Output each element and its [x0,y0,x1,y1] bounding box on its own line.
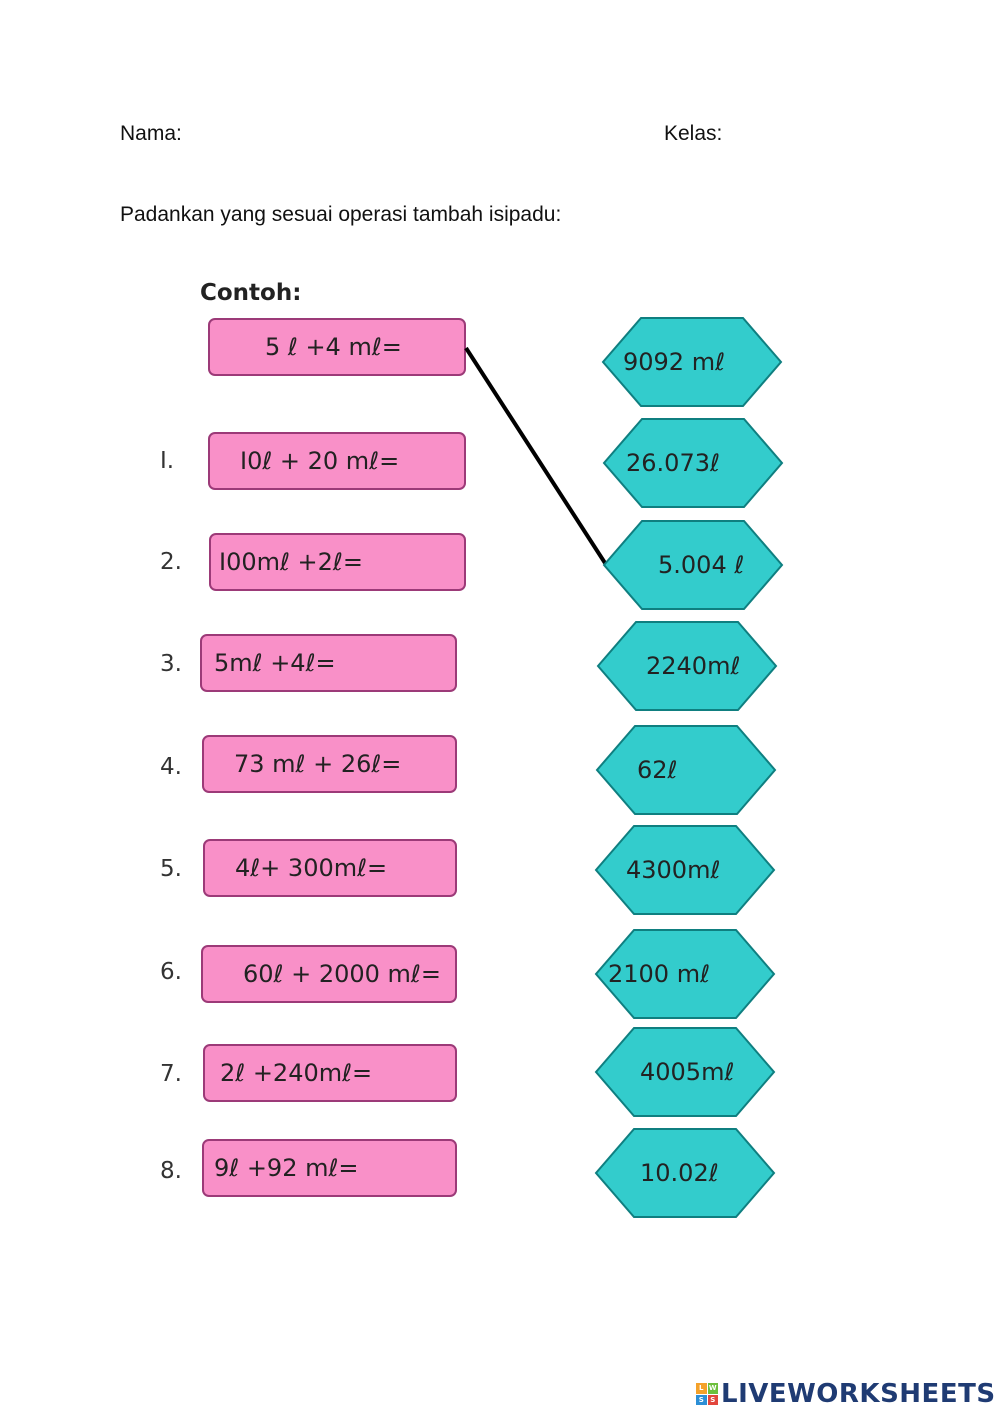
logo-mark-letter: W [707,1383,718,1394]
answer-hexagon-2[interactable]: 26.073ℓ [602,417,784,509]
question-box-5[interactable]: 4ℓ+ 300mℓ= [203,839,457,897]
instruction-text: Padankan yang sesuai operasi tambah isip… [120,203,562,226]
answer-label: 4005mℓ [640,1058,735,1086]
question-number-2: 2. [160,549,182,575]
logo-mark-letter: S [707,1394,718,1405]
question-box-7[interactable]: 2ℓ +240mℓ= [203,1044,457,1102]
example-question-box[interactable]: 5 ℓ +4 mℓ= [208,318,466,376]
example-label: Contoh: [200,280,302,306]
answer-label: 5.004 ℓ [658,551,745,579]
answer-label: 26.073ℓ [626,449,720,477]
answer-label: 4300mℓ [626,856,721,884]
answer-label: 2100 mℓ [608,960,710,988]
question-box-3[interactable]: 5mℓ +4ℓ= [200,634,457,692]
logo-text: LIVEWORKSHEETS [721,1379,996,1409]
hexagon-shape [596,621,778,711]
hexagon-shape [601,317,783,407]
question-number-3: 3. [160,651,182,677]
logo-mark-letter: L [696,1383,707,1394]
question-box-6[interactable]: 60ℓ + 2000 mℓ= [201,945,457,1003]
hexagon-shape [602,520,784,610]
answer-hexagon-4[interactable]: 2240mℓ [596,620,778,712]
logo-mark-icon: L W S S [696,1383,718,1405]
question-number-1: I. [160,448,175,474]
question-number-5: 5. [160,856,182,882]
name-label: Nama: [120,122,182,145]
answer-hexagon-5[interactable]: 62ℓ [595,724,777,816]
question-box-8[interactable]: 9ℓ +92 mℓ= [202,1139,457,1197]
question-box-1[interactable]: I0ℓ + 20 mℓ= [208,432,466,490]
answer-label: 10.02ℓ [640,1159,719,1187]
question-number-6: 6. [160,959,182,985]
question-number-7: 7. [160,1061,182,1087]
answer-label: 62ℓ [637,756,678,784]
hexagon-shape [594,929,776,1019]
hexagon-shape [594,1128,776,1218]
answer-hexagon-1[interactable]: 9092 mℓ [601,316,783,408]
answer-hexagon-3[interactable]: 5.004 ℓ [602,519,784,611]
liveworksheets-logo: L W S S LIVEWORKSHEETS [696,1379,996,1409]
answer-hexagon-9[interactable]: 10.02ℓ [594,1127,776,1219]
class-label: Kelas: [664,122,723,145]
question-number-4: 4. [160,754,182,780]
answer-label: 2240mℓ [646,652,741,680]
answer-label: 9092 mℓ [623,348,725,376]
hexagon-shape [602,418,784,508]
question-box-4[interactable]: 73 mℓ + 26ℓ= [202,735,457,793]
question-number-8: 8. [160,1158,182,1184]
answer-hexagon-8[interactable]: 4005mℓ [594,1026,776,1118]
answer-hexagon-6[interactable]: 4300mℓ [594,824,776,916]
answer-hexagon-7[interactable]: 2100 mℓ [594,928,776,1020]
question-box-2[interactable]: I00mℓ +2ℓ= [209,533,466,591]
hexagon-shape [594,825,776,915]
hexagon-shape [595,725,777,815]
hexagon-shape [594,1027,776,1117]
logo-mark-letter: S [696,1394,707,1405]
